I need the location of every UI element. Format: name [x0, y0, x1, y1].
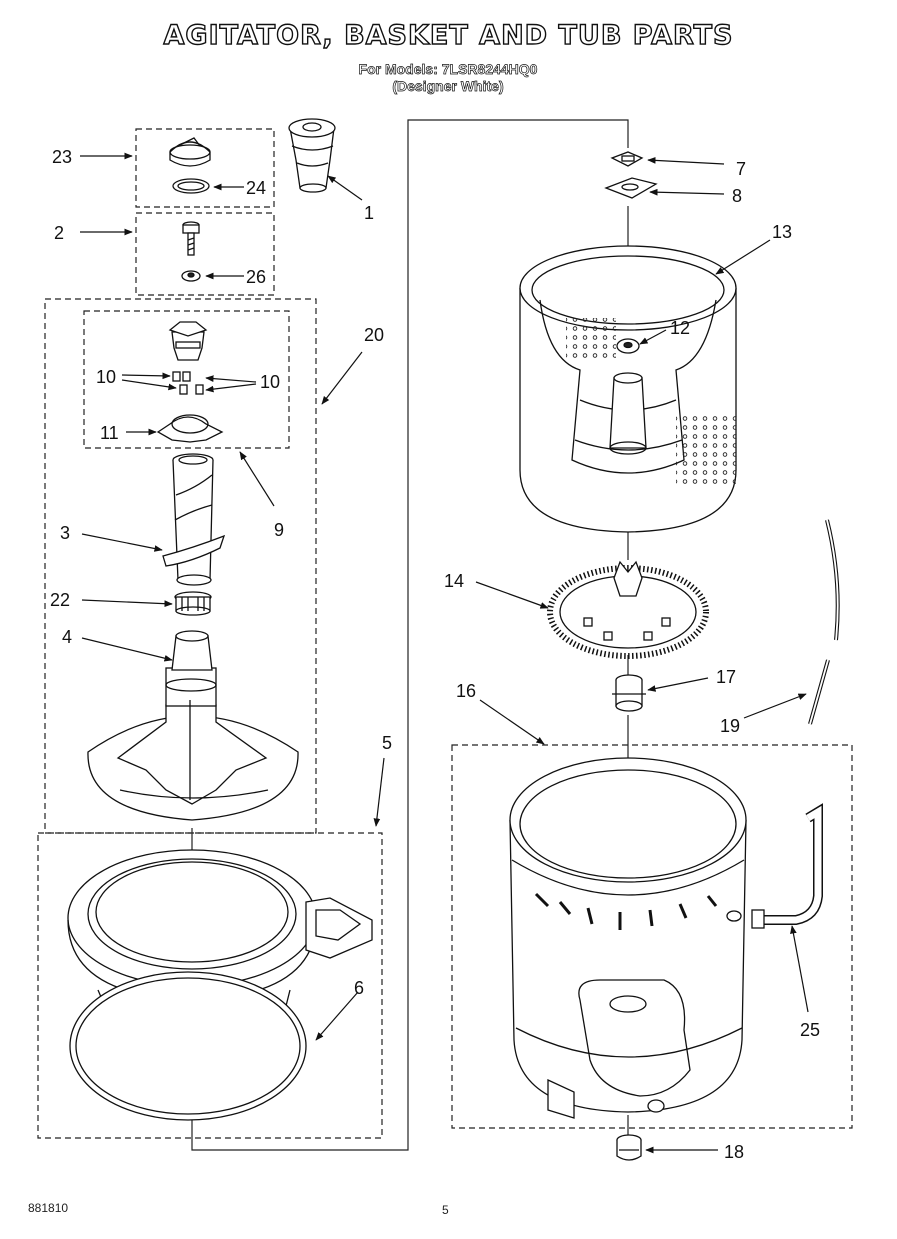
part-8-spanner-plate-hole — [621, 183, 639, 191]
box-group-16 — [451, 744, 853, 1129]
part-22-drive-bell — [174, 591, 212, 616]
part-19-hose-strip — [808, 519, 840, 725]
arrow-4 — [81, 637, 173, 662]
box-group-5 — [37, 832, 383, 1139]
part-13-basket — [519, 245, 737, 533]
callout-10-right: 10 — [260, 372, 280, 392]
part-14-basket-drive — [547, 560, 709, 659]
variant-line: (Designer White) — [392, 78, 504, 95]
part-17-coupling — [612, 674, 646, 712]
part-16-outer-tub — [509, 757, 747, 1119]
callout-6: 6 — [354, 978, 364, 998]
callout-2: 2 — [54, 223, 64, 243]
callout-labels: 23 24 1 2 26 20 10 10 11 9 3 22 4 5 6 7 … — [50, 147, 820, 1162]
callout-1: 1 — [364, 203, 374, 223]
callout-10-left: 10 — [96, 367, 116, 387]
callout-7: 7 — [736, 159, 746, 179]
arrow-10b-2 — [205, 383, 257, 393]
part-12-basket-nut-hole — [623, 341, 633, 349]
footer-code: 881810 — [28, 1201, 69, 1215]
callout-18: 18 — [724, 1142, 744, 1162]
callout-23: 23 — [52, 147, 72, 167]
part-2-bolt — [182, 221, 200, 256]
callout-3: 3 — [60, 523, 70, 543]
model-info: For Models: 7LSR8244HQ0 (Designer White) — [348, 61, 548, 95]
arrow-7 — [647, 157, 725, 165]
arrow-22 — [81, 599, 173, 608]
part-23-agitator-cap — [169, 137, 211, 167]
arrow-14 — [475, 581, 549, 609]
arrow-9 — [239, 451, 275, 507]
part-drawings-right — [509, 151, 840, 1161]
callout-9: 9 — [274, 520, 284, 540]
arrow-6 — [315, 991, 359, 1041]
arrow-3 — [81, 533, 163, 552]
callout-4: 4 — [62, 627, 72, 647]
callout-13: 13 — [772, 222, 792, 242]
arrow-17 — [647, 677, 709, 692]
arrow-12 — [639, 329, 667, 345]
part-5-tub-ring — [67, 849, 373, 1023]
callout-22: 22 — [50, 590, 70, 610]
part-1-dispenser-cup — [288, 118, 336, 193]
callout-14: 14 — [444, 571, 464, 591]
arrow-10a-2 — [121, 379, 177, 391]
leader-arrows — [80, 152, 809, 1154]
part-10-dog-mid — [182, 371, 191, 382]
part-8-spanner-plate — [604, 177, 658, 199]
callout-5: 5 — [382, 733, 392, 753]
part-10-dog-left — [172, 371, 181, 382]
arrow-8 — [649, 188, 725, 196]
callout-16: 16 — [456, 681, 476, 701]
arrow-20 — [321, 351, 363, 405]
part-24-o-ring-inner — [177, 181, 205, 191]
arrow-13 — [715, 239, 771, 275]
callout-24: 24 — [246, 178, 266, 198]
models-line: For Models: 7LSR8244HQ0 — [358, 61, 538, 78]
arrow-5 — [373, 757, 385, 827]
part-drawings-left — [67, 118, 373, 1121]
part-4-agitator-base — [87, 630, 299, 821]
callout-26: 26 — [246, 267, 266, 287]
part-25-drain-hose — [751, 803, 823, 929]
part-6-tub-ring-gasket-inner — [75, 977, 301, 1115]
part-11-cam-plate — [156, 416, 224, 443]
box-group-23 — [135, 128, 275, 208]
part-9-cam-top — [168, 321, 208, 361]
arrow-25 — [790, 925, 809, 1013]
callout-25: 25 — [800, 1020, 820, 1040]
arrow-16 — [479, 699, 545, 745]
part-3-auger — [162, 453, 226, 586]
part-10-dog-right — [195, 384, 204, 395]
callout-20: 20 — [364, 325, 384, 345]
page-title: AGITATOR, BASKET AND TUB PARTS — [163, 19, 734, 51]
callout-8: 8 — [732, 186, 742, 206]
footer-page-number: 5 — [442, 1203, 449, 1217]
callout-17: 17 — [716, 667, 736, 687]
arrow-19 — [743, 693, 807, 719]
arrow-10b-1 — [205, 375, 257, 383]
callout-12: 12 — [670, 318, 690, 338]
part-10-dog-low — [179, 384, 188, 395]
part-11-cam-plate-ring — [171, 414, 209, 434]
callout-11: 11 — [100, 423, 119, 443]
group-boxes — [37, 128, 853, 1139]
part-7-clip-slot — [621, 155, 635, 162]
box-group-9 — [83, 310, 290, 449]
arrow-10a-1 — [121, 372, 171, 380]
callout-19: 19 — [720, 716, 740, 736]
part-26-washer-hole — [187, 272, 195, 278]
part-18-tub-plug — [616, 1134, 642, 1161]
arrow-1 — [327, 175, 363, 201]
part-6-tub-ring-gasket — [69, 971, 307, 1121]
